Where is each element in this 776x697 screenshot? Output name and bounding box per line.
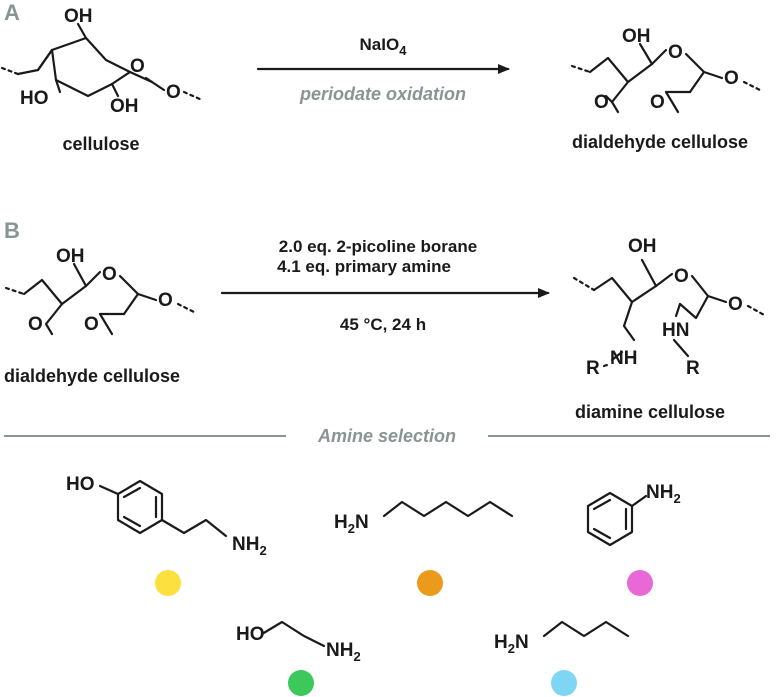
reagent-primary-amine: 4.1 eq. primary amine <box>277 257 451 276</box>
diamine-ring-o: O <box>674 266 689 287</box>
dac-b-oh: OH <box>56 246 85 267</box>
aniline-nh2: NH2 <box>646 482 681 506</box>
ethanolamine-structure: HO NH2 <box>236 620 361 664</box>
tyramine-nh2: NH2 <box>232 534 267 558</box>
diamine-cellulose-label: diamine cellulose <box>575 402 725 422</box>
reagent-picoline-borane: 2.0 eq. 2-picoline borane <box>279 237 477 256</box>
cellulose-structure: OH O HO OH O <box>0 6 204 117</box>
diamine-r-right: R <box>686 358 700 379</box>
ethanolamine-ho: HO <box>236 624 265 645</box>
diamine-hn-right: HN <box>662 320 689 341</box>
dialdehyde-cellulose-label-a: dialdehyde cellulose <box>572 132 748 152</box>
dac-a-cho-right: O <box>650 92 665 113</box>
dac-a-o-link: O <box>724 68 739 89</box>
diamine-r-left: R <box>586 358 600 379</box>
dac-b-ring-o: O <box>102 264 117 285</box>
diamine-nh-left: NH <box>610 348 637 369</box>
dac-a-cho-left: O <box>594 92 609 113</box>
cellulose-ring-o: O <box>130 56 145 77</box>
tyramine-structure: HO NH2 <box>66 474 267 558</box>
cellulose-oh-top: OH <box>64 6 93 27</box>
reagent-naio4: NaIO4 <box>360 35 408 58</box>
dac-b-o-link: O <box>158 290 173 311</box>
ethanolamine-nh2: NH2 <box>326 640 361 664</box>
diamine-cellulose-structure: OH O O R NH HN R <box>572 236 768 379</box>
amine-selection-title: Amine selection <box>317 426 456 446</box>
dac-a-ring-o: O <box>668 42 683 63</box>
cellulose-label: cellulose <box>62 134 139 154</box>
panel-label-a: A <box>4 0 20 25</box>
cellulose-o-link: O <box>166 82 181 103</box>
dac-b-cho-right: O <box>84 314 99 335</box>
panel-label-b: B <box>4 218 20 243</box>
dialdehyde-cellulose-structure-b: OH O O O O <box>4 246 196 336</box>
dac-b-cho-left: O <box>28 314 43 335</box>
dialdehyde-cellulose-structure-a: OH O O O O <box>570 26 762 114</box>
marker-butylamine <box>551 670 577 696</box>
butylamine-structure: H2N <box>494 620 630 656</box>
dialdehyde-cellulose-label-b: dialdehyde cellulose <box>4 366 180 386</box>
tyramine-ho: HO <box>66 474 95 495</box>
cellulose-ho-left: HO <box>20 88 49 109</box>
diamine-o-link: O <box>728 294 743 315</box>
butylamine-h2n: H2N <box>494 632 529 656</box>
marker-hexylamine <box>417 570 443 596</box>
hexylamine-h2n: H2N <box>334 512 369 536</box>
diamine-oh: OH <box>628 236 657 257</box>
aniline-structure: NH2 <box>586 482 681 547</box>
conditions-temp-time: 45 °C, 24 h <box>340 315 426 334</box>
hexylamine-structure: H2N <box>334 500 514 536</box>
marker-aniline <box>627 570 653 596</box>
dac-a-oh: OH <box>622 26 651 47</box>
periodate-oxidation-text: periodate oxidation <box>299 84 466 104</box>
cellulose-oh-right: OH <box>110 96 139 117</box>
marker-tyramine <box>155 570 181 596</box>
marker-ethanolamine <box>288 670 314 696</box>
